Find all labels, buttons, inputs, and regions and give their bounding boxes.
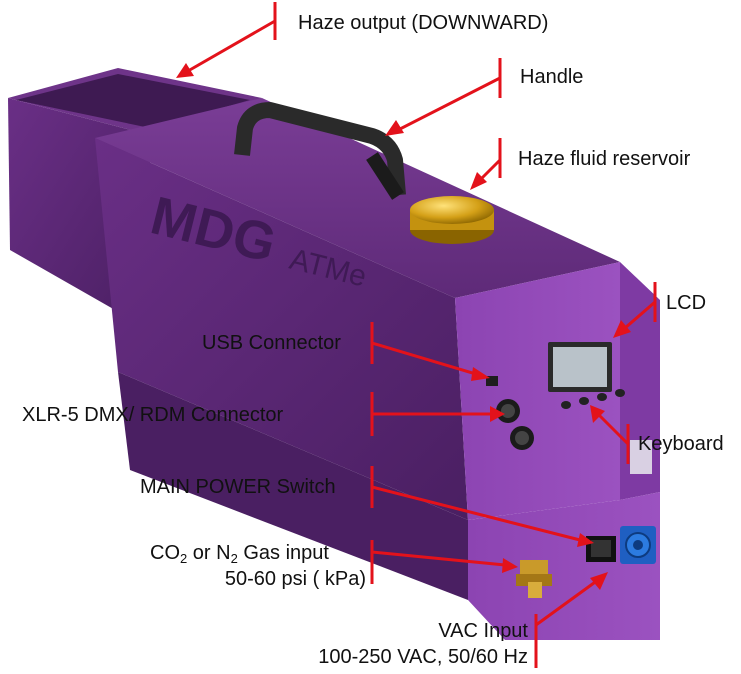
label-handle: Handle [520, 66, 584, 88]
lcd-screen [548, 342, 612, 392]
reservoir-cap [410, 196, 494, 244]
gas-input-fitting [516, 560, 552, 598]
label-lcd: LCD [666, 292, 707, 314]
label-reservoir: Haze fluid reservoir [518, 148, 691, 170]
vac-input-connector [620, 526, 656, 564]
label-main-power: MAIN POWER Switch [140, 476, 336, 498]
gas-co-text: CO [150, 542, 180, 564]
label-xlr: XLR-5 DMX/ RDM Connector [22, 404, 284, 426]
handle [234, 102, 406, 200]
gas-or-text: or N [187, 542, 231, 564]
device-body: MDG ATMe [95, 98, 660, 640]
gas-rest-text: Gas input [237, 542, 329, 564]
label-sticker [630, 440, 652, 474]
label-haze-output: Haze output (DOWNWARD) [298, 12, 549, 34]
xlr-connectors [496, 399, 534, 450]
label-gas-input: CO2 or N2 Gas input [150, 542, 329, 566]
gas-co-subscript: 2 [180, 551, 188, 566]
power-switch [586, 536, 616, 562]
keyboard-buttons [561, 389, 625, 409]
callout-lines [176, 2, 657, 668]
label-usb: USB Connector [202, 332, 341, 354]
gas-n-subscript: 2 [230, 551, 238, 566]
label-vac-range: 100-250 VAC, 50/60 Hz [318, 646, 528, 668]
label-keyboard: Keyboard [638, 433, 724, 455]
usb-connector [486, 376, 498, 386]
label-gas-pressure: 50-60 psi ( kPa) [224, 568, 366, 590]
label-vac-title: VAC Input [438, 620, 528, 642]
